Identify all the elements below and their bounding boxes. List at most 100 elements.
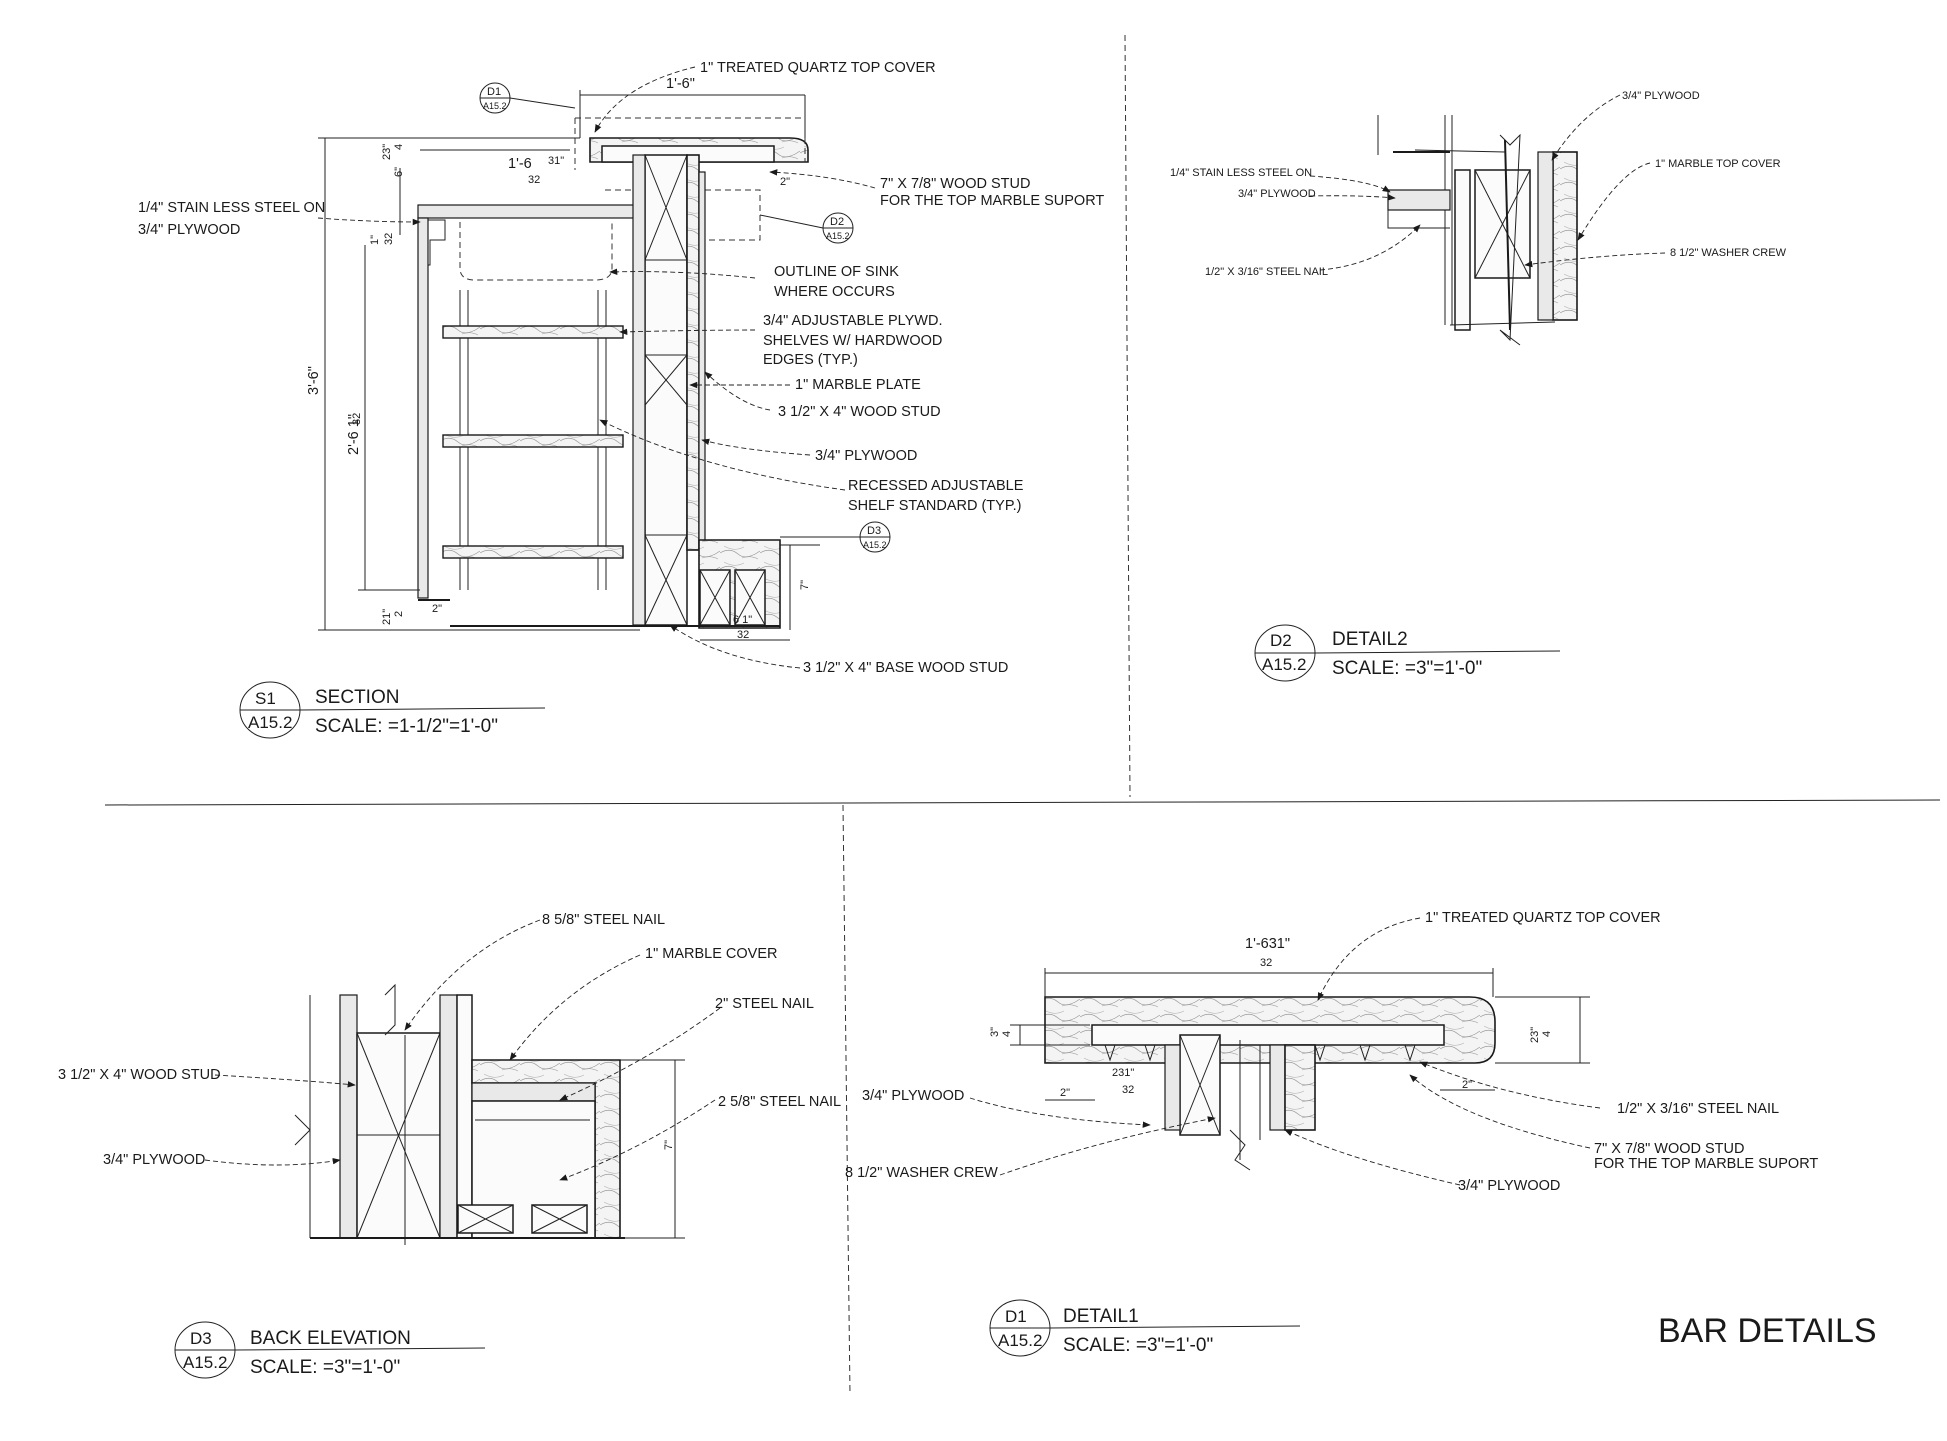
detail2-label-plywood: 3/4" PLYWOOD [1622, 90, 1700, 102]
shelf-upper [442, 325, 624, 339]
section-label-shelves-2: SHELVES W/ HARDWOOD [763, 333, 942, 349]
back-dim-seven: 7" [663, 1140, 675, 1150]
detail2-label-steel-2: 3/4" PLYWOOD [1238, 188, 1316, 200]
detail1-dim-three: 3" [989, 1027, 1001, 1037]
section-label-wood-stud: 3 1/2" X 4" WOOD STUD [778, 404, 941, 420]
detail2-tag: D2 [1270, 631, 1292, 650]
detail1-dim-width: 1'-631" [1245, 936, 1290, 952]
shelf-lower [442, 545, 624, 559]
section-sheet: A15.2 [248, 713, 292, 732]
section-label-sink-1: OUTLINE OF SINK [774, 264, 899, 280]
sheet-title: BAR DETAILS [1658, 1312, 1877, 1350]
shelf-middle [442, 434, 624, 448]
detail2-steel-plate [1387, 189, 1451, 211]
detail1-title: DETAIL1 [1063, 1306, 1139, 1327]
section-label-recessed-2: SHELF STANDARD (TYP.) [848, 498, 1022, 514]
back-label-nail-858: 8 5/8" STEEL NAIL [542, 912, 665, 928]
ref-bubble-d2[interactable]: D2 A15.2 [759, 212, 854, 244]
section-dim-top-width: 1'-6" [666, 76, 695, 92]
section-dim-top-23-den: 4 [393, 144, 405, 150]
back-label-marble-cover: 1" MARBLE COVER [645, 946, 777, 962]
section-dim-inner-height: 2'-6 1" [346, 414, 362, 455]
section-dim-inner-den: 32 [351, 413, 363, 425]
stainless-steel-counter [417, 204, 639, 219]
back-elevation-title-block: D3 A15.2 BACK ELEVATION SCALE: =3"=1'-0" [174, 1321, 486, 1379]
section-dim-base-21: 21" [381, 609, 393, 625]
svg-text:A15.2: A15.2 [863, 540, 887, 550]
section-dim-counter-den: 32 [528, 174, 540, 186]
detail2-title-block: D2 A15.2 DETAIL2 SCALE: =3"=1'-0" [1254, 624, 1561, 682]
detail1-dim-two-l: 2" [1060, 1087, 1070, 1099]
svg-text:D1: D1 [487, 86, 501, 98]
back-elevation-sheet: A15.2 [183, 1353, 227, 1372]
detail1-tag: D1 [1005, 1307, 1027, 1326]
marble-plate [686, 154, 700, 551]
ref-bubble-d1[interactable]: D1 A15.2 [479, 82, 576, 114]
detail1-dim-twentythree-den: 4 [1541, 1031, 1553, 1037]
detail2-label-marble: 1" MARBLE TOP COVER [1655, 158, 1781, 170]
detail1-label-plywood-b: 3/4" PLYWOOD [1458, 1178, 1560, 1194]
detail2-label-washer: 8 1/2" WASHER CREW [1670, 247, 1787, 259]
detail1-dim-231: 231" [1112, 1067, 1134, 1079]
section-label-steel-1: 1/4" STAIN LESS STEEL ON [138, 200, 325, 216]
detail1-dim-twentythree: 23" [1529, 1027, 1541, 1043]
detail2-scale: SCALE: =3"=1'-0" [1332, 658, 1482, 679]
detail1-label-nail: 1/2" X 3/16" STEEL NAIL [1617, 1101, 1779, 1117]
section-dim-counter: 1'-6 [508, 156, 532, 172]
back-elevation-scale: SCALE: =3"=1'-0" [250, 1357, 400, 1378]
section-title-block: S1 A15.2 SECTION SCALE: =1-1/2"=1'-0" [239, 681, 546, 739]
wood-stud-column [644, 154, 688, 626]
svg-text:D2: D2 [830, 216, 844, 228]
detail1-sheet: A15.2 [998, 1331, 1042, 1350]
back-label-stud: 3 1/2" X 4" WOOD STUD [58, 1067, 221, 1083]
back-elevation-tag: D3 [190, 1329, 212, 1348]
section-dim-six: 6" [393, 167, 405, 177]
svg-text:A15.2: A15.2 [483, 101, 507, 111]
detail1-label-stud-2: FOR THE TOP MARBLE SUPORT [1594, 1156, 1818, 1172]
section-dim-height: 3'-6" [306, 366, 322, 395]
detail1-dim-231-den: 32 [1122, 1084, 1134, 1096]
section-label-stud-top-2: FOR THE TOP MARBLE SUPORT [880, 193, 1104, 209]
back-elevation-view: 7" 8 5/8" STEEL NAIL 1" MARBLE COVER 2" … [58, 912, 841, 1379]
back-label-nail-258: 2 5/8" STEEL NAIL [718, 1094, 841, 1110]
section-dim-two-in: 2" [432, 603, 442, 615]
detail1-label-quartz: 1" TREATED QUARTZ TOP COVER [1425, 910, 1661, 926]
section-dim-six-1-den: 32 [737, 629, 749, 641]
section-dim-seventeen-den: 32 [383, 233, 395, 245]
detail2-title: DETAIL2 [1332, 629, 1408, 650]
section-dim-six-1: 6 1" [733, 614, 752, 626]
section-title: SECTION [315, 687, 399, 708]
section-dim-base-21-den: 2 [393, 611, 405, 617]
section-dim-counter-frac: 31" [548, 155, 564, 167]
section-label-sink-2: WHERE OCCURS [774, 284, 895, 300]
section-dim-seventeen: 1" [369, 235, 381, 245]
ref-bubble-d3[interactable]: D3 A15.2 [780, 521, 891, 553]
detail1-label-stud-1: 7" X 7/8" WOOD STUD [1594, 1141, 1745, 1157]
section-dim-two-in-b: 2" [780, 176, 790, 188]
section-scale: SCALE: =1-1/2"=1'-0" [315, 716, 498, 737]
detail1-dim-width-den: 32 [1260, 957, 1272, 969]
section-label-shelves-3: EDGES (TYP.) [763, 352, 858, 368]
detail2-marble-cover [1552, 151, 1578, 321]
section-label-marble-plate: 1" MARBLE PLATE [795, 377, 921, 393]
detail2-label-steel-1: 1/4" STAIN LESS STEEL ON [1170, 167, 1312, 179]
svg-text:D3: D3 [867, 525, 881, 537]
section-view: 1'-6" 1'-6 31" 32 3'-6" 2'-6 1" 32 23" 4… [138, 60, 1104, 739]
detail1-title-block: D1 A15.2 DETAIL1 SCALE: =3"=1'-0" [989, 1299, 1301, 1357]
section-label-steel-2: 3/4" PLYWOOD [138, 222, 240, 238]
sheet-grid [104, 34, 1941, 1396]
back-elevation-title: BACK ELEVATION [250, 1328, 411, 1349]
section-label-base-stud: 3 1/2" X 4" BASE WOOD STUD [803, 660, 1008, 676]
detail2-sheet: A15.2 [1262, 655, 1306, 674]
detail2-plywood [1537, 151, 1554, 321]
detail1-dim-two-r: 2" [1462, 1079, 1472, 1091]
detail1-label-washer: 8 1/2" WASHER CREW [845, 1165, 998, 1181]
detail1-dim-three-den: 4 [1001, 1031, 1013, 1037]
section-label-quartz-top: 1" TREATED QUARTZ TOP COVER [700, 60, 936, 76]
detail1-view: 1'-631" 32 3" 4 23" 4 2" 2" 231" 32 1" T… [845, 910, 1818, 1357]
section-dim-seven: 7" [799, 580, 811, 590]
cabinet-side-panel [417, 217, 429, 599]
sink-outline [459, 222, 613, 281]
section-tag: S1 [255, 689, 276, 708]
